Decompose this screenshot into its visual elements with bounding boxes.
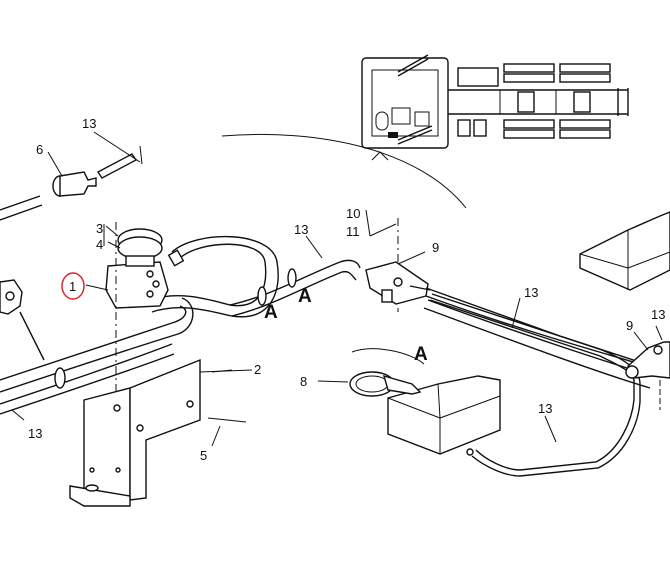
callout-4: 4 (96, 237, 103, 252)
callout-13-right-lower: 13 (538, 401, 552, 416)
callout-13-top: 13 (82, 116, 96, 131)
truck-top-view (361, 54, 629, 149)
callout-13-right-upper: 13 (524, 285, 538, 300)
pipe-segment-top (93, 131, 143, 179)
callout-9-center: 9 (432, 240, 439, 255)
leader-lines (11, 209, 557, 447)
section-marker-a-1: A (264, 302, 278, 323)
callout-6: 6 (36, 142, 43, 157)
callout-5: 5 (200, 448, 207, 463)
left-pipe-assembly (0, 195, 361, 415)
cab-block-right (579, 211, 670, 291)
truck-pointer (371, 151, 389, 161)
section-marker-a-2: A (298, 286, 312, 307)
valve-part-1 (85, 222, 169, 420)
callout-2: 2 (254, 362, 261, 377)
callout-13-center: 13 (294, 222, 308, 237)
callout-1: 1 (69, 279, 76, 294)
fitting-part-9-right (625, 325, 670, 410)
truck-leader-arc (221, 133, 467, 209)
callout-11: 11 (346, 224, 360, 239)
callout-9-right: 9 (626, 318, 633, 333)
connector-part-6 (47, 151, 97, 197)
callout-10: 10 (346, 206, 360, 221)
callout-3: 3 (96, 221, 103, 236)
callout-13-left: 13 (28, 426, 42, 441)
cab-block-bottom (387, 375, 501, 455)
highlight-circle (61, 272, 85, 300)
callout-13-far-right: 13 (651, 307, 665, 322)
callout-8: 8 (300, 374, 307, 389)
bracket-part-2 (69, 358, 253, 507)
fitting-part-9-center (365, 218, 670, 389)
section-marker-a-3: A (414, 344, 428, 365)
hose-clamp-part-8 (317, 348, 425, 397)
